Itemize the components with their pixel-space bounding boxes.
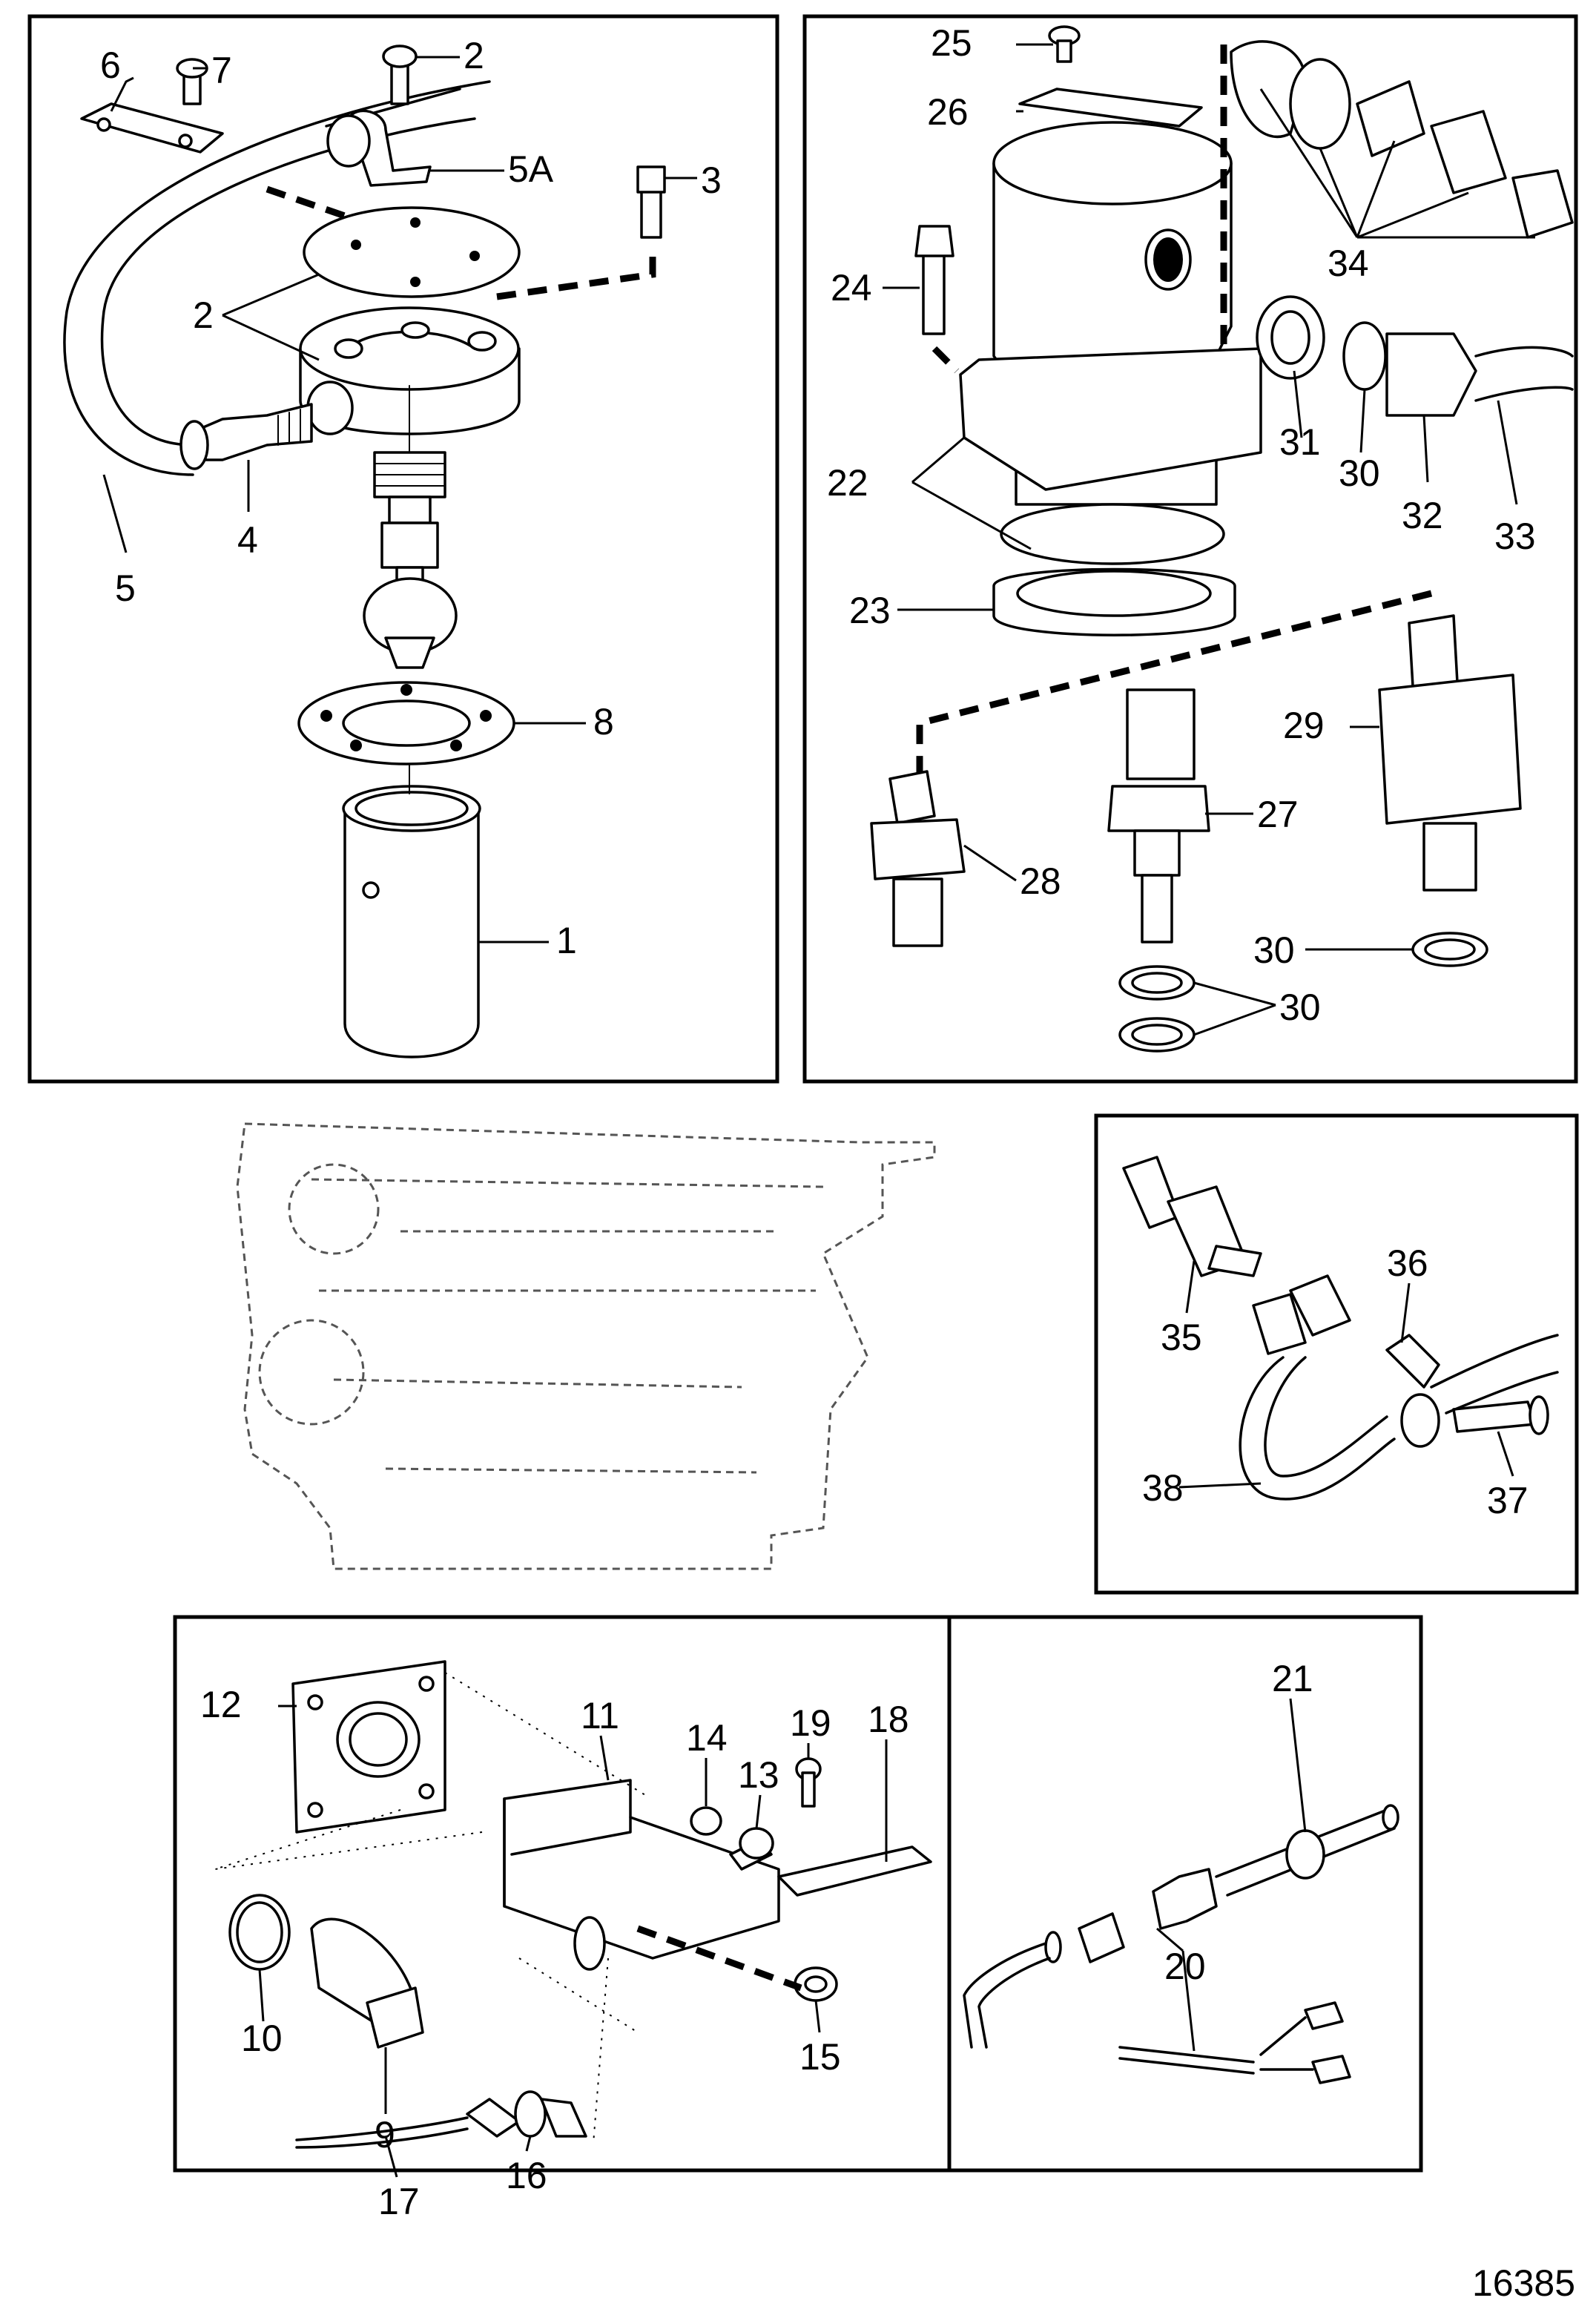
callout-2: 2 [193, 294, 214, 336]
callout-36: 36 [1387, 1242, 1428, 1284]
callout-15: 15 [799, 2036, 841, 2078]
callout-32: 32 [1402, 495, 1443, 536]
callout-14: 14 [686, 1717, 728, 1759]
callout-3: 3 [701, 159, 722, 201]
callout-4: 4 [237, 519, 258, 561]
callout-10: 10 [241, 2018, 283, 2059]
panel-middle-right [1094, 1113, 1579, 1595]
callout-21: 21 [1272, 1658, 1313, 1699]
callout-8: 8 [593, 701, 614, 742]
callout-7: 7 [211, 50, 232, 91]
callout-26: 26 [927, 91, 969, 133]
temperature-probe [963, 1804, 1399, 2084]
callout-13: 13 [738, 1754, 779, 1796]
sensor-tube-assembly [63, 45, 666, 1058]
engine-silhouette [236, 1122, 936, 1570]
figure-number: 16385 [1472, 2262, 1575, 2304]
switch-and-cable [1122, 1156, 1559, 1501]
callout-28: 28 [1020, 860, 1061, 902]
callout-labels: 6 7 2 5A 3 2 4 5 8 1 25 26 24 22 23 28 2… [100, 22, 1575, 2304]
panel-top-left [27, 14, 779, 1084]
callout-37: 37 [1487, 1480, 1529, 1521]
leader-lines [102, 43, 1535, 2178]
callout-6: 6 [100, 45, 121, 86]
callout-5a: 5A [508, 148, 554, 190]
callout-30-right: 30 [1253, 929, 1295, 971]
sender-housing-assembly [870, 25, 1574, 1053]
callout-29: 29 [1283, 705, 1325, 746]
callout-2-top: 2 [464, 35, 484, 76]
callout-16: 16 [506, 2155, 547, 2196]
callout-30-top: 30 [1339, 452, 1380, 494]
callout-27: 27 [1257, 794, 1299, 835]
callout-1: 1 [556, 920, 577, 961]
callout-24: 24 [831, 267, 872, 309]
callout-25: 25 [931, 22, 972, 64]
callout-12: 12 [200, 1684, 242, 1725]
callout-38: 38 [1142, 1467, 1184, 1509]
callout-20: 20 [1164, 1946, 1206, 1987]
callout-18: 18 [868, 1699, 909, 1740]
callout-17: 17 [378, 2181, 420, 2222]
callout-5: 5 [115, 567, 136, 609]
bracket-assembly [214, 1660, 932, 2149]
callout-30-bottom: 30 [1279, 987, 1321, 1028]
callout-22: 22 [827, 462, 868, 504]
callout-31: 31 [1279, 421, 1321, 463]
panel-bottom-right [947, 1615, 1423, 2173]
callout-11: 11 [581, 1695, 619, 1736]
callout-19: 19 [790, 1702, 831, 1744]
callout-23: 23 [849, 590, 891, 631]
panel-top-right [802, 14, 1578, 1084]
callout-35: 35 [1161, 1317, 1202, 1358]
callout-34: 34 [1328, 243, 1369, 284]
callout-33: 33 [1494, 516, 1536, 557]
callout-9: 9 [375, 2114, 395, 2156]
